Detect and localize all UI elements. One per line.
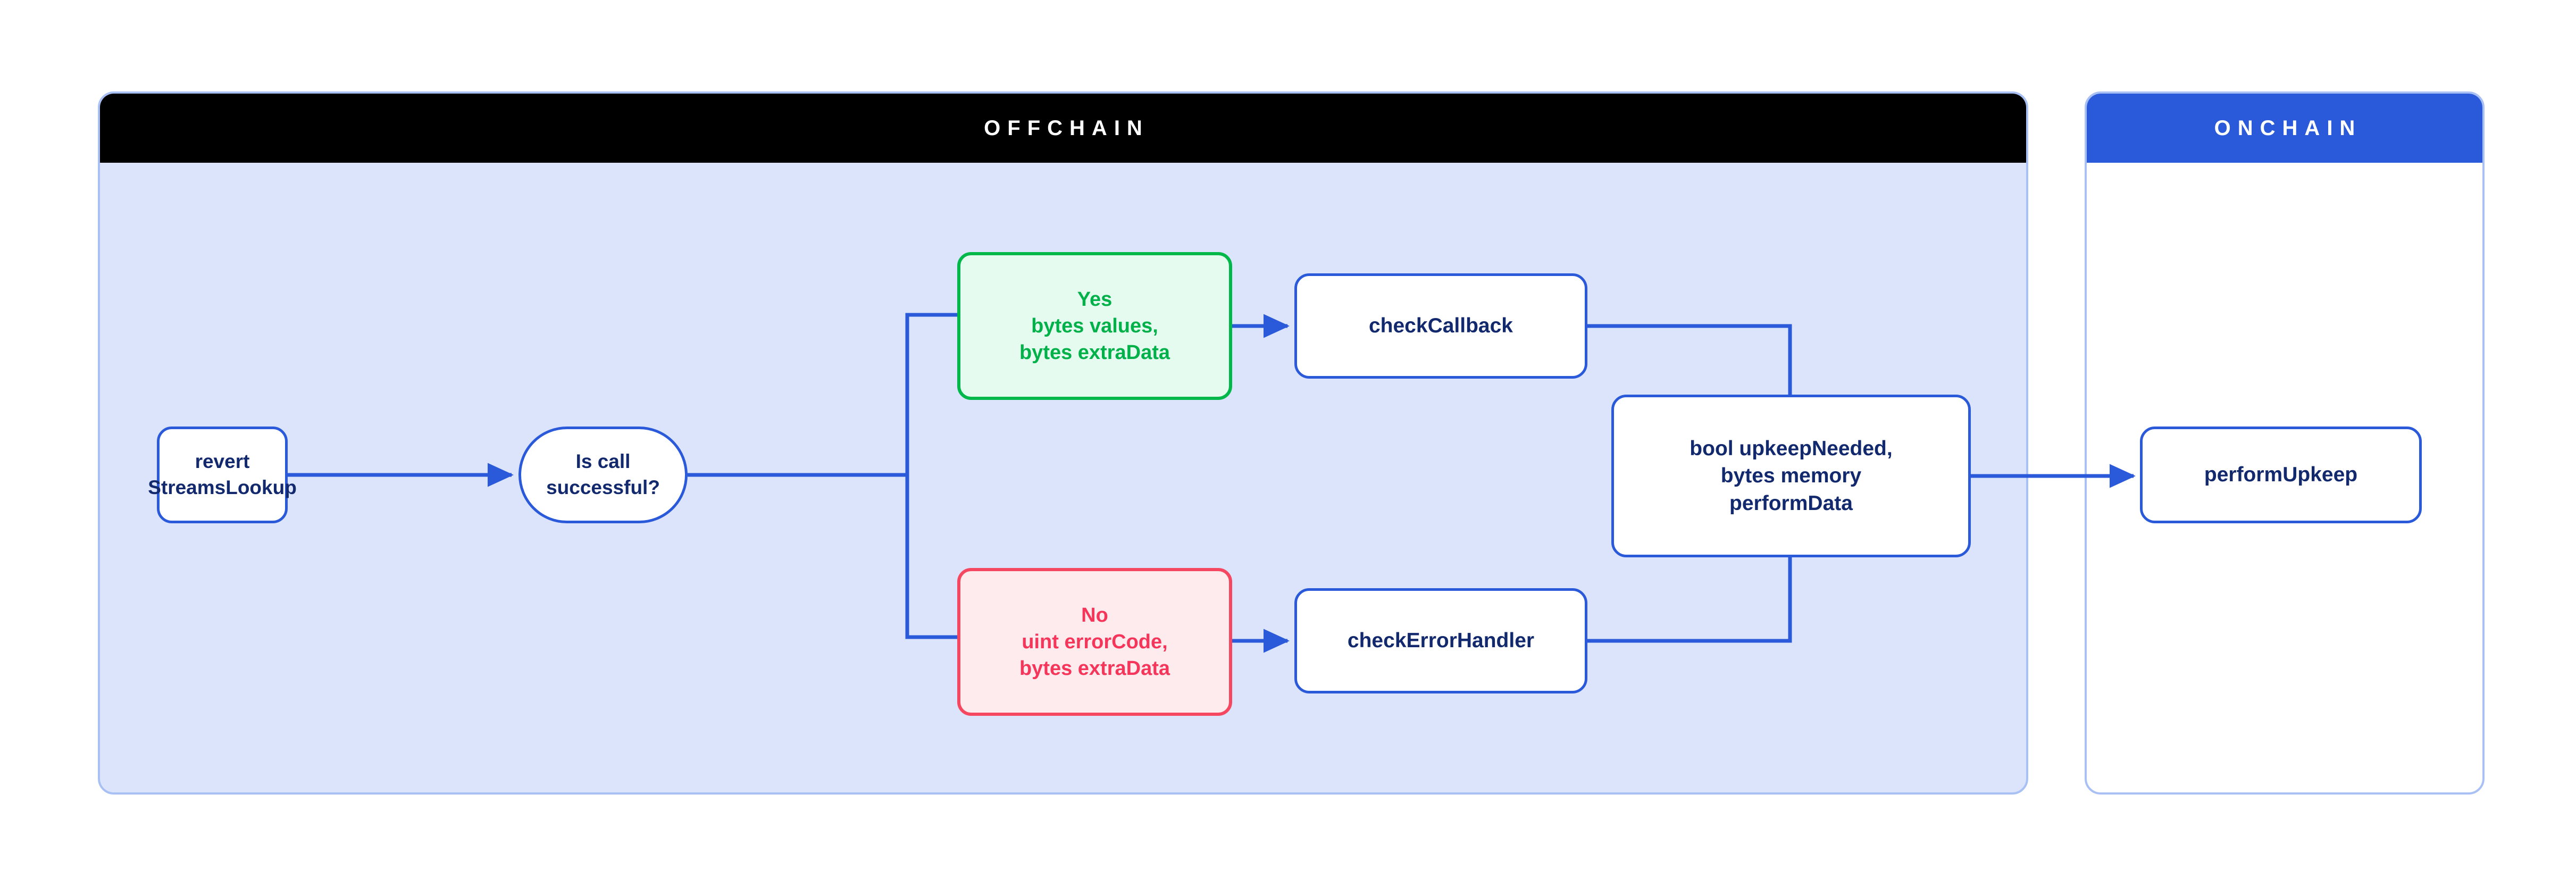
node-revert-streamslookup[interactable]: revert StreamsLookup	[148, 427, 297, 523]
node-upkeep-needed-perform-data[interactable]: bool upkeepNeeded, bytes memory performD…	[1611, 395, 1971, 557]
offchain-panel-title: OFFCHAIN	[100, 94, 2026, 163]
node-check-error-handler[interactable]: checkErrorHandler	[1294, 588, 1587, 693]
onchain-panel-title: ONCHAIN	[2087, 94, 2482, 163]
node-no-branch[interactable]: No uint errorCode, bytes extraData	[957, 568, 1232, 716]
node-yes-branch[interactable]: Yes bytes values, bytes extraData	[957, 252, 1232, 400]
node-perform-upkeep[interactable]: performUpkeep	[2140, 427, 2422, 523]
node-check-callback[interactable]: checkCallback	[1294, 273, 1587, 379]
node-is-call-successful[interactable]: Is call successful?	[518, 427, 688, 523]
